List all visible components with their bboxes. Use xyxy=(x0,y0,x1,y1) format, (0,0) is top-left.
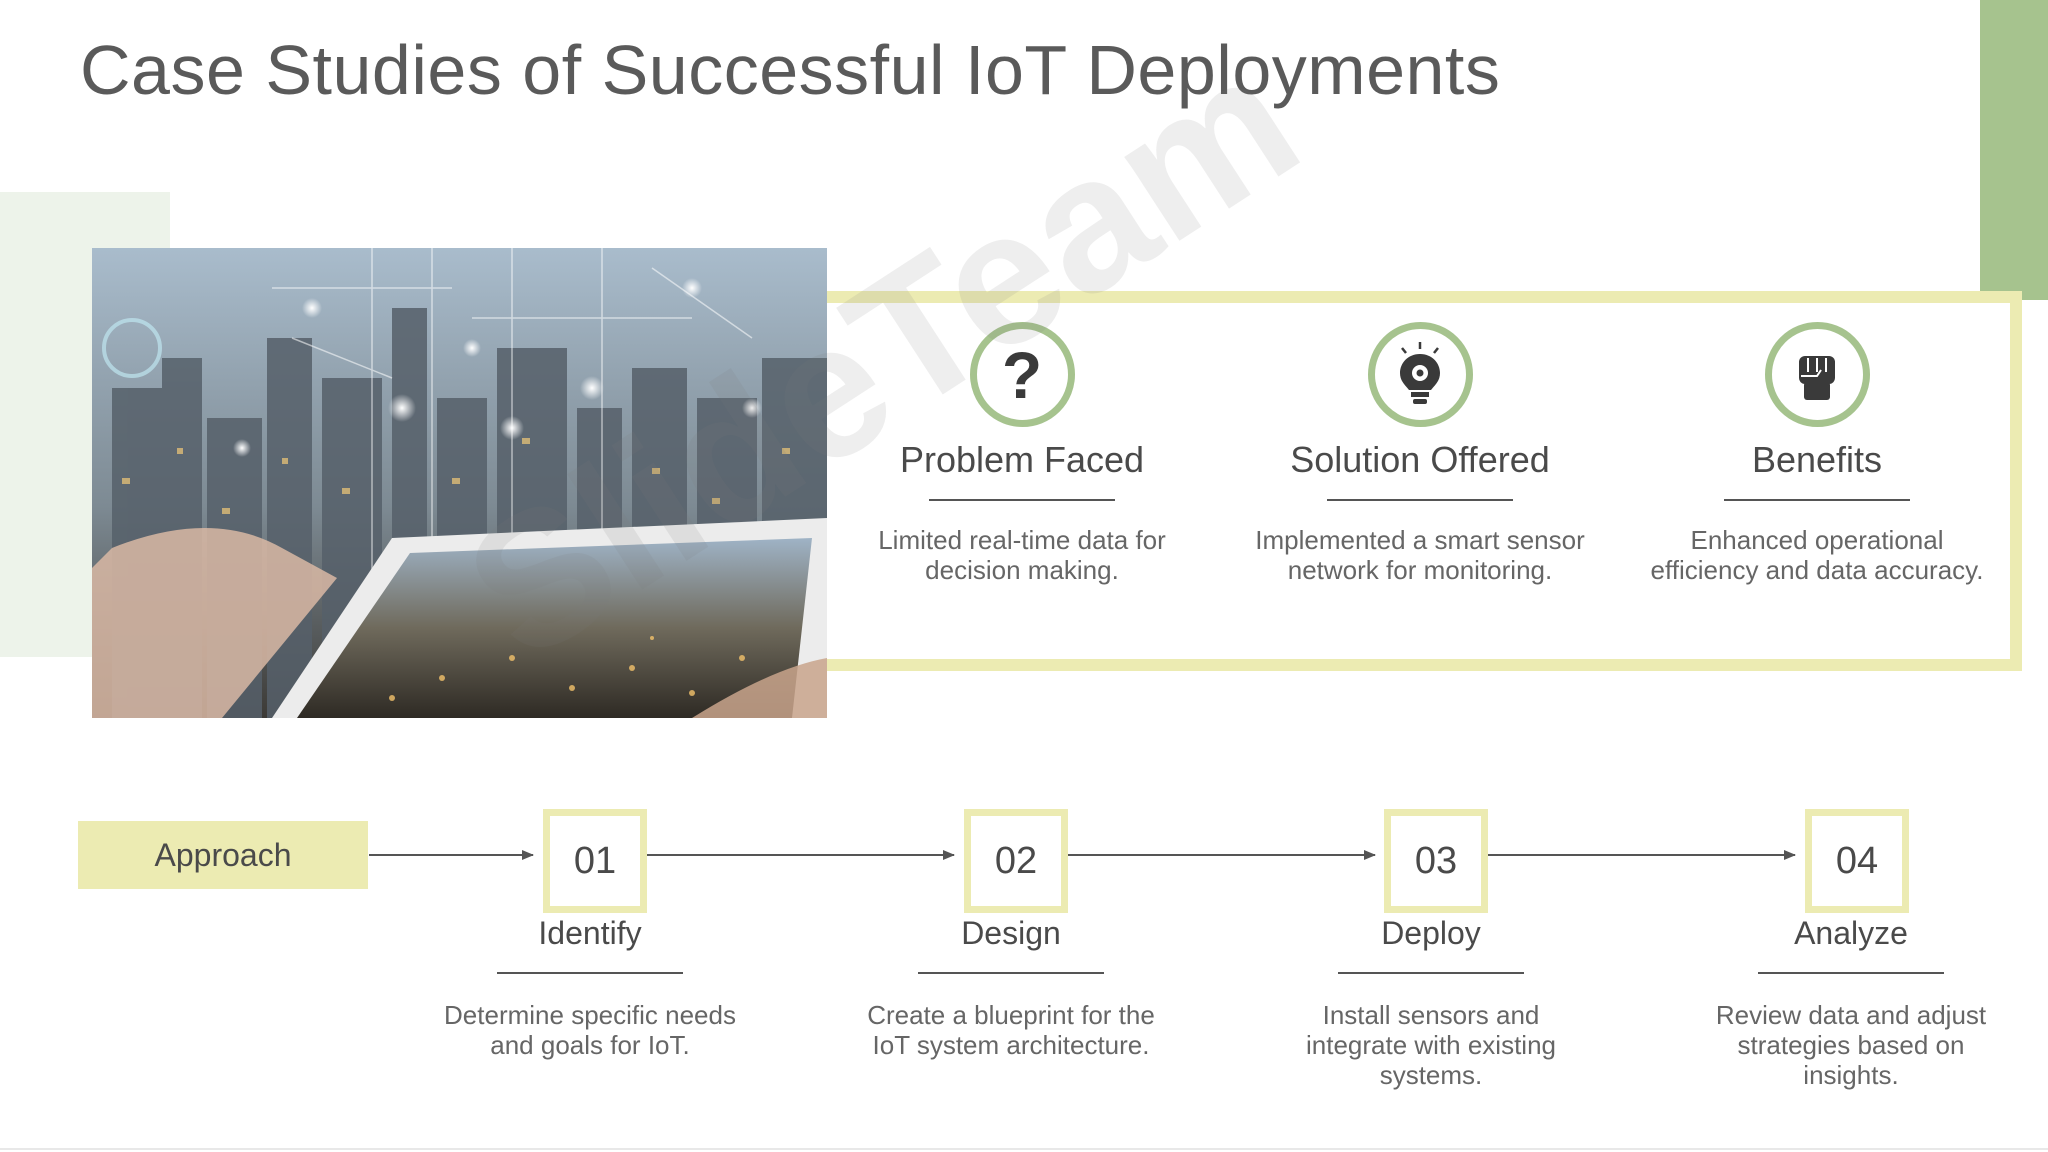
step-analyze: Analyze Review data and adjust strategie… xyxy=(1701,915,2001,1090)
divider xyxy=(1327,499,1513,501)
card-title: Problem Faced xyxy=(899,439,1145,480)
decorative-block-right xyxy=(1980,0,2048,300)
approach-label: Approach xyxy=(78,821,368,889)
step-design: Design Create a blueprint for the IoT sy… xyxy=(861,915,1161,1060)
step-identify: Identify Determine specific needs and go… xyxy=(440,915,740,1060)
step-number-box: 03 xyxy=(1384,809,1488,913)
card-description: Limited real-time data for decision maki… xyxy=(878,525,1166,585)
step-title: Deploy xyxy=(1381,915,1481,951)
step-title: Analyze xyxy=(1794,915,1908,951)
fist-icon xyxy=(1764,322,1870,427)
svg-text:?: ? xyxy=(1002,340,1042,410)
step-title: Design xyxy=(961,915,1061,951)
step-description: Install sensors and integrate with exist… xyxy=(1305,1000,1557,1090)
question-icon: ? xyxy=(969,322,1075,427)
step-number-box: 04 xyxy=(1805,809,1909,913)
divider xyxy=(929,499,1115,501)
smart-city-tablet-image xyxy=(92,248,827,718)
step-number-box: 01 xyxy=(543,809,647,913)
lightbulb-gear-icon xyxy=(1367,322,1473,427)
divider xyxy=(1758,972,1944,974)
step-description: Review data and adjust strategies based … xyxy=(1715,1000,1987,1090)
step-deploy: Deploy Install sensors and integrate wit… xyxy=(1281,915,1581,1090)
card-problem-faced: ? Problem Faced Limited real-time data f… xyxy=(842,322,1202,585)
step-title: Identify xyxy=(538,915,642,951)
step-description: Create a blueprint for the IoT system ar… xyxy=(867,1000,1155,1060)
divider xyxy=(497,972,683,974)
card-description: Implemented a smart sensor network for m… xyxy=(1255,525,1585,585)
divider xyxy=(918,972,1104,974)
divider xyxy=(1724,499,1910,501)
card-title: Solution Offered xyxy=(1290,439,1550,480)
card-description: Enhanced operational efficiency and data… xyxy=(1650,525,1984,585)
slide-title: Case Studies of Successful IoT Deploymen… xyxy=(80,31,1501,109)
bottom-divider xyxy=(0,1148,2048,1150)
step-description: Determine specific needs and goals for I… xyxy=(444,1000,736,1060)
card-title: Benefits xyxy=(1751,439,1883,480)
card-solution-offered: Solution Offered Implemented a smart sen… xyxy=(1240,322,1600,585)
step-number-box: 02 xyxy=(964,809,1068,913)
divider xyxy=(1338,972,1524,974)
card-benefits: Benefits Enhanced operational efficiency… xyxy=(1637,322,1997,585)
